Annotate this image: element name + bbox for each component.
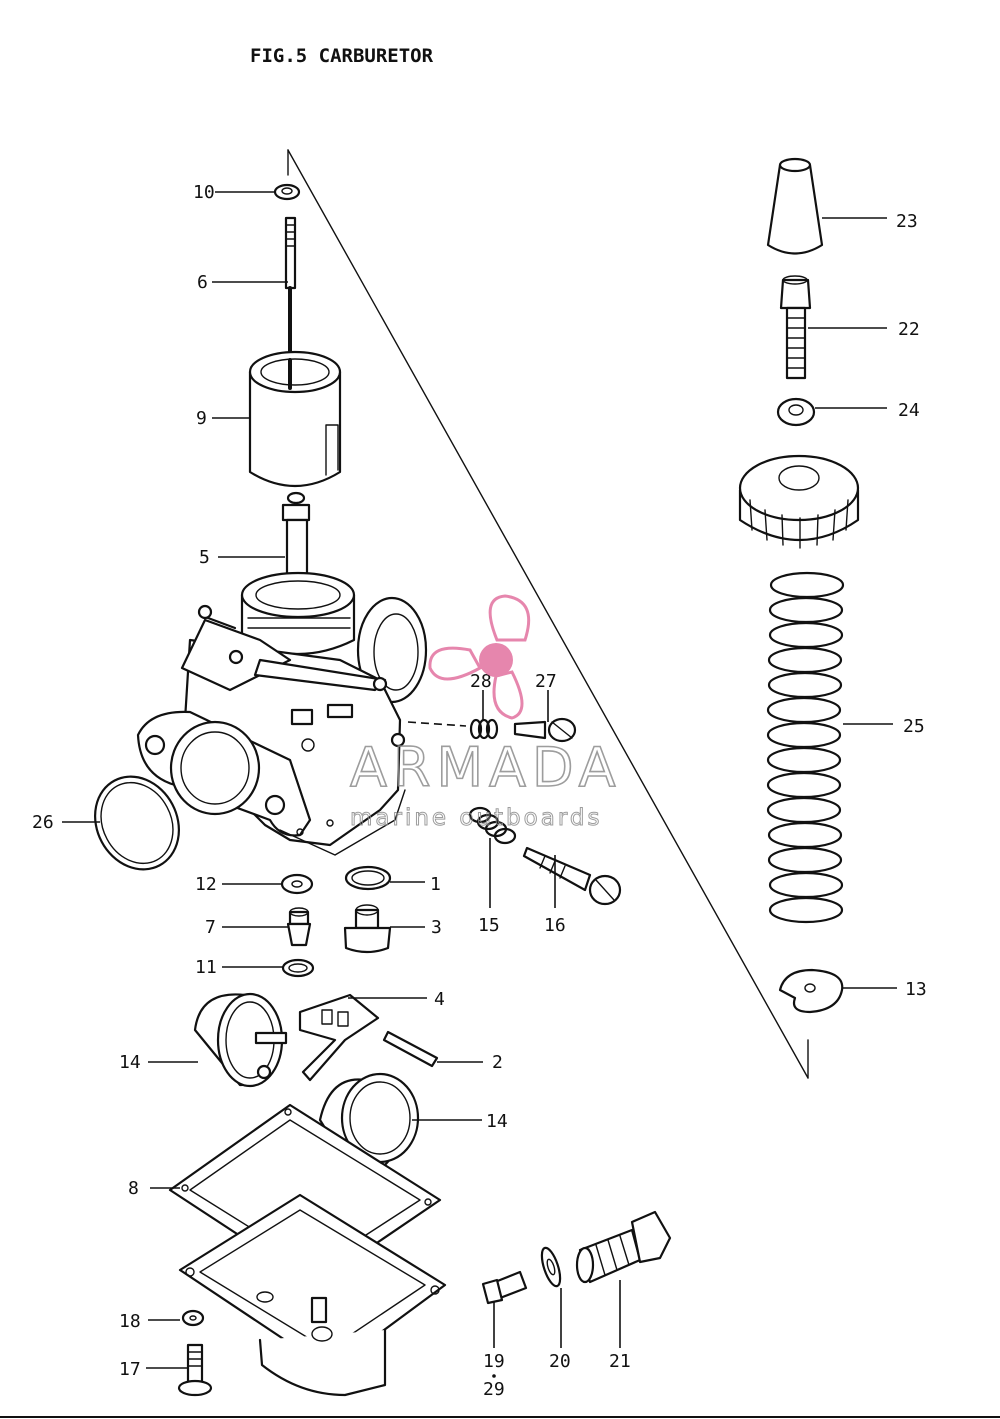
label-part-24: 24: [898, 400, 920, 421]
part-19-drain-screw: [481, 1270, 528, 1305]
watermark-brand: ARMADA: [350, 736, 622, 799]
label-part-19: 19: [483, 1351, 505, 1372]
label-part-2: 2: [492, 1052, 503, 1073]
part-16-air-screw: [522, 846, 622, 906]
label-part-15: 15: [478, 915, 500, 936]
label-part-27: 27: [535, 671, 557, 692]
part-14-float-left: [193, 992, 288, 1088]
label-part-11: 11: [195, 957, 217, 978]
part-26-o-ring: [94, 775, 180, 871]
label-part-13: 13: [905, 979, 927, 1000]
label-part-9: 9: [196, 408, 207, 429]
label-part-5: 5: [199, 547, 210, 568]
label-part-14-right: 14: [486, 1111, 508, 1132]
part-24-nut: [776, 397, 816, 427]
label-part-6: 6: [197, 272, 208, 293]
label-part-20: 20: [549, 1351, 571, 1372]
carburetor-body: [136, 571, 428, 856]
label-part-29: 29: [483, 1379, 505, 1400]
part-11-washer: [281, 958, 315, 978]
part-1-ring: [344, 865, 392, 891]
part-23-rubber-cap: [766, 157, 824, 255]
label-part-12: 12: [195, 874, 217, 895]
part-9-throttle-valve: [248, 350, 342, 487]
part-12-washer: [280, 873, 314, 895]
leader-lines: [62, 191, 897, 1369]
propeller-logo-icon: [428, 594, 531, 720]
label-part-22: 22: [898, 319, 920, 340]
figure-title: FIG.5 CARBURETOR: [250, 45, 434, 67]
label-part-23: 23: [896, 211, 918, 232]
part-2-float-pin: [382, 1030, 439, 1068]
label-part-3: 3: [431, 917, 442, 938]
part-3-main-jet: [343, 904, 392, 954]
label-part-10: 10: [193, 182, 215, 203]
label-part-4: 4: [434, 989, 445, 1010]
label-part-8: 8: [128, 1178, 139, 1199]
label-part-21: 21: [609, 1351, 631, 1372]
mixing-chamber-cap: [738, 454, 860, 549]
part-13-spring-seat: [778, 968, 844, 1014]
part-15-spring: [468, 806, 517, 845]
part-10-clip: [273, 183, 301, 201]
part-25-throttle-spring: [766, 571, 845, 924]
part-27-screw: [513, 717, 577, 743]
label-part-18: 18: [119, 1311, 141, 1332]
label-part-14-left: 14: [119, 1052, 141, 1073]
label-part-17: 17: [119, 1359, 141, 1380]
armada-watermark: ARMADA marine outboards: [349, 594, 622, 832]
label-part-7: 7: [205, 917, 216, 938]
part-4-float-arm: [298, 993, 380, 1082]
label-part-26: 26: [32, 812, 54, 833]
part-22-adjuster: [779, 275, 812, 380]
part-18-washer: [181, 1309, 205, 1327]
float-bowl: [178, 1193, 447, 1397]
part-28-spring: [407, 718, 499, 740]
label-part-16: 16: [544, 915, 566, 936]
label-part-25: 25: [903, 716, 925, 737]
label-part-28: 28: [470, 671, 492, 692]
dot-19-29: [492, 1374, 496, 1378]
part-21-banjo-bolt: [575, 1210, 672, 1284]
divider-line: [287, 149, 809, 1079]
part-number-labels: 10 6 9 5 26 28 27 12 1 7 3 11 15 16 4 14…: [32, 182, 927, 1400]
part-17-screw: [177, 1343, 213, 1397]
label-part-1: 1: [430, 874, 441, 895]
watermark-tagline: marine outboards: [350, 805, 602, 831]
part-7-pilot-jet: [286, 907, 312, 947]
part-20-washer: [540, 1246, 562, 1288]
